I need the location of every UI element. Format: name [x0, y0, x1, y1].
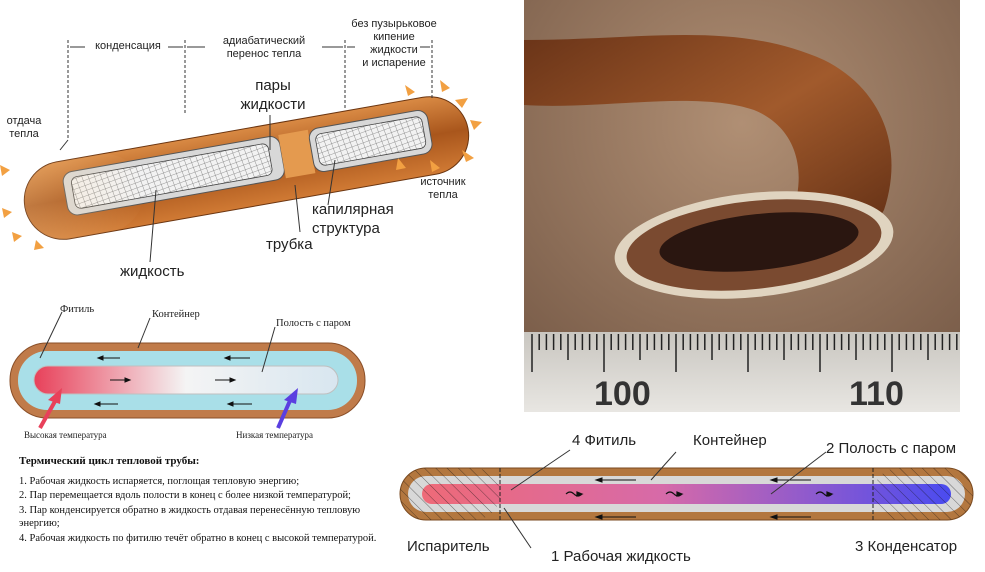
cycle-step: 3. Пар конденсируется обратно в жидкость…	[19, 504, 361, 530]
label-vapor: пары жидкости	[240, 77, 306, 113]
cycle-title: Термический цикл тепловой трубы:	[19, 455, 200, 467]
label-container-3: Контейнер	[693, 432, 767, 449]
cycle-step: 2. Пар перемещается вдоль полости в коне…	[19, 490, 351, 501]
label-high-temp: Высокая температура	[24, 430, 107, 440]
heat-pipe-diagram-2	[9, 311, 366, 429]
cycle-step: 1. Рабочая жидкость испаряется, поглощая…	[19, 475, 300, 487]
label-heat-output: отдача тепла	[6, 115, 42, 140]
pipe-body	[23, 96, 470, 240]
dimension-lines	[59, 40, 433, 263]
cycle-step: 4. Рабочая жидкость по фитилю течёт обра…	[19, 532, 377, 544]
heat-pipe-photo: 100 110	[524, 0, 960, 412]
label-vapor-cavity-2: Полость с паром	[276, 318, 351, 329]
heat-pipe-diagram-3	[399, 449, 974, 549]
heat-arrows	[0, 80, 482, 250]
label-tube: трубка	[266, 236, 313, 253]
label-evaporator: Испаритель	[407, 538, 490, 555]
ruler-label-110: 110	[849, 375, 904, 412]
label-working-fluid: 1 Рабочая жидкость	[551, 548, 691, 565]
label-vapor-cavity-3: 2 Полость с паром	[826, 440, 957, 457]
heat-pipe-diagram-1	[0, 40, 482, 263]
label-heat-source: источник тепла	[420, 176, 466, 201]
label-adiabatic: адиабатический перенос тепла	[222, 35, 306, 60]
label-low-temp: Низкая температура	[236, 430, 313, 440]
label-wick-3: 4 Фитиль	[572, 432, 637, 449]
label-wick-2: Фитиль	[60, 304, 95, 315]
ruler-label-100: 100	[594, 375, 651, 412]
label-condensation: конденсация	[95, 40, 161, 52]
label-container-2: Контейнер	[152, 309, 200, 320]
label-liquid: жидкость	[120, 263, 185, 280]
label-condenser: 3 Конденсатор	[855, 538, 958, 555]
thermal-cycle-text: Термический цикл тепловой трубы: 1. Рабо…	[19, 455, 399, 546]
label-boiling: без пузырьковое кипение жидкости и испар…	[351, 18, 437, 69]
flow-arrows	[93, 355, 252, 407]
photo-illustration: 100 110	[524, 0, 960, 412]
label-capillary: капилярная структура	[312, 201, 394, 237]
